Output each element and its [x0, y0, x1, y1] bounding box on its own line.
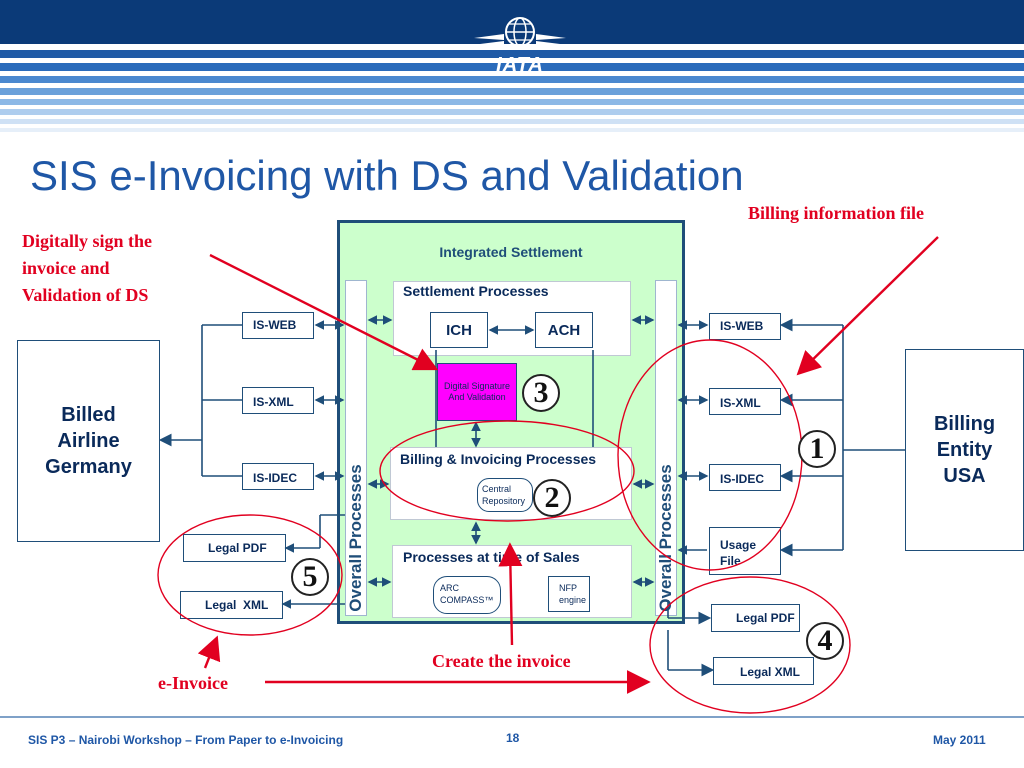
- settlement-processes-label: Settlement Processes: [403, 283, 549, 299]
- nfp-engine-line-1: NFP: [559, 583, 577, 593]
- footer-divider: [0, 716, 1024, 718]
- usage-file-line-2: File: [720, 554, 741, 568]
- create-invoice-label: Create the invoice: [432, 651, 571, 671]
- left-is-idec-box: IS-IDEC: [242, 463, 314, 490]
- step-2-marker: 2: [533, 479, 571, 517]
- header-banner: IATA: [0, 0, 1024, 140]
- e-invoice-label: e-Invoice: [158, 673, 228, 693]
- digitally-sign-label: Digitally sign the invoice and Validatio…: [22, 228, 152, 309]
- time-of-sales-label: Processes at time of Sales: [403, 549, 580, 565]
- integrated-settlement-label: Integrated Settlement: [439, 244, 583, 260]
- left-legal-pdf-box: Legal PDF: [183, 534, 286, 562]
- billing-line-1: Billing: [933, 413, 996, 435]
- billing-info-file-label: Billing information file: [748, 203, 925, 223]
- arc-compass-line-1: ARC: [440, 583, 460, 593]
- arc-compass-line-2: COMPASS™: [440, 595, 494, 605]
- footer-date: May 2011: [933, 733, 986, 747]
- digital-signature-line-1: Digital Signature: [443, 381, 511, 391]
- digitally-sign-line-2: invoice and: [22, 258, 110, 278]
- usage-file-line-1: Usage: [720, 538, 757, 552]
- footer-title: SIS P3 – Nairobi Workshop – From Paper t…: [28, 733, 344, 747]
- step-3-marker: 3: [522, 374, 560, 412]
- digital-signature-box: Digital Signature And Validation: [437, 363, 517, 421]
- arc-compass-cylinder: ARC COMPASS™: [433, 576, 501, 614]
- billed-line-2: Airline: [57, 430, 120, 452]
- billing-invoicing-label: Billing & Invoicing Processes: [400, 451, 597, 467]
- billing-line-2: Entity: [936, 439, 993, 461]
- right-legal-pdf-box: Legal PDF: [711, 604, 800, 632]
- billing-entity-usa-box: Billing Entity USA: [905, 349, 1024, 551]
- step-1-marker: 1: [798, 430, 836, 468]
- left-legal-xml-box: Legal XML: [180, 591, 283, 619]
- central-repository-cylinder: Central Repository: [477, 478, 533, 512]
- left-is-web-box: IS-WEB: [242, 312, 314, 339]
- logo-text: IATA: [496, 54, 544, 76]
- iata-logo: IATA: [470, 10, 570, 80]
- central-repository-line-2: Repository: [482, 496, 526, 506]
- digital-signature-line-2: And Validation: [448, 392, 506, 402]
- globe-wings-icon: [474, 17, 566, 47]
- step-4-marker: 4: [806, 622, 844, 660]
- nfp-engine-line-2: engine: [559, 595, 587, 605]
- page-title: SIS e-Invoicing with DS and Validation: [30, 152, 744, 199]
- digitally-sign-line-1: Digitally sign the: [22, 231, 153, 251]
- step-5-marker: 5: [291, 558, 329, 596]
- overall-processes-right-bar: [655, 280, 677, 616]
- ach-box: ACH: [535, 312, 593, 348]
- billing-line-3: USA: [943, 465, 986, 487]
- overall-processes-left-bar: [345, 280, 367, 616]
- left-is-xml-box: IS-XML: [242, 387, 314, 414]
- nfp-engine-box: NFP engine: [548, 576, 590, 612]
- billed-airline-germany-box: Billed Airline Germany: [17, 340, 160, 542]
- ich-box: ICH: [430, 312, 488, 348]
- right-is-web-box: IS-WEB: [709, 313, 781, 340]
- usage-file-box: Usage File: [709, 527, 781, 575]
- digitally-sign-line-3: Validation of DS: [22, 285, 149, 305]
- right-is-idec-box: IS-IDEC: [709, 464, 781, 491]
- billed-line-3: Germany: [45, 456, 132, 478]
- central-repository-line-1: Central: [482, 484, 512, 494]
- page-number: 18: [506, 731, 520, 745]
- billed-line-1: Billed: [61, 404, 116, 426]
